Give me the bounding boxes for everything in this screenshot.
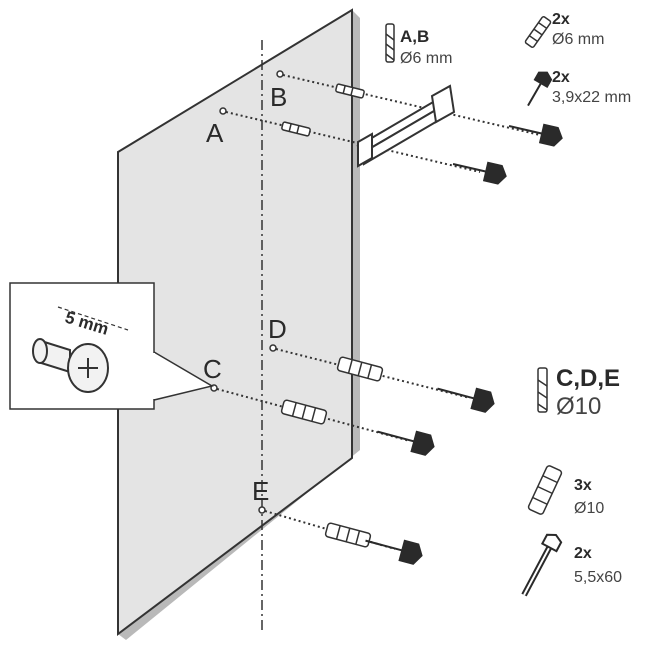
wall-panel [117,8,360,640]
dimension-line [57,306,129,331]
screw-detail-inset: 5 mm [9,282,214,410]
legend-cde-holes-title: C,D,E [556,365,620,392]
legend-ab-holes-size: Ø6 mm [400,50,452,67]
large-wall-plugs [280,356,384,548]
legend-cde-plugs-count: 3x [574,477,592,494]
point-label-a: A [206,118,224,148]
small-plug-icon [524,16,552,48]
drill-bit-icon-ab [385,23,395,63]
legend-cde-holes-size: Ø10 [556,393,601,420]
large-plug-icon [527,465,563,515]
point-label-e: E [252,476,269,506]
mounting-bracket [356,84,456,168]
small-screw-icon [527,71,553,107]
point-label-d: D [268,314,287,344]
drill-bit-icon-cde [537,367,548,413]
legend-cde-plugs-size: Ø10 [574,500,604,517]
legend-cde-screws-count: 2x [574,545,592,562]
point-label-b: B [270,82,287,112]
legend-ab-screws-size: 3,9x22 mm [552,89,631,106]
screw-head-icon [32,338,109,393]
legend-ab-plugs-count: 2x [552,11,570,28]
legend-ab-holes-title: A,B [400,27,429,46]
legend-cde-screws-size: 5,5x60 [574,569,622,586]
large-screw-icon [521,533,563,597]
legend-ab-plugs-size: Ø6 mm [552,31,604,48]
point-label-c: C [203,354,222,384]
screws [365,123,563,565]
legend-ab-screws-count: 2x [552,69,570,86]
small-wall-plugs [281,83,365,137]
